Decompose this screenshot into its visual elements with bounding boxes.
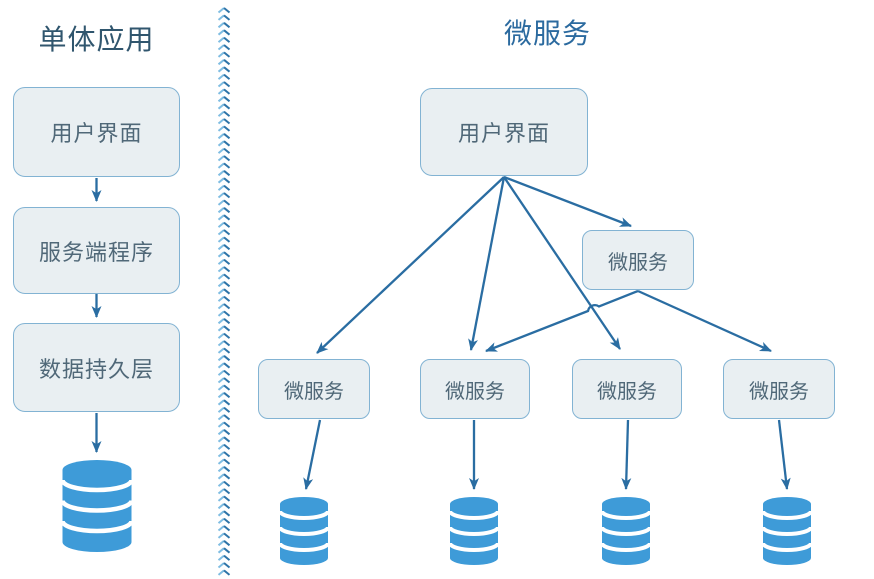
zigzag-divider-icon xyxy=(217,7,231,576)
node-micro-service-2: 微服务 xyxy=(420,359,530,419)
edge-service3-to-db xyxy=(621,419,632,490)
edge-service1-to-db xyxy=(303,419,322,490)
edge-service4-to-db xyxy=(777,419,791,490)
database-icon xyxy=(448,497,500,565)
edge-ui-to-midservice xyxy=(503,175,632,228)
database-icon xyxy=(761,497,813,565)
edge-midservice-to-service4 xyxy=(637,289,772,353)
database-icon xyxy=(600,497,652,565)
node-micro-service-1: 微服务 xyxy=(258,359,370,419)
edge-ui-to-service3 xyxy=(503,176,621,350)
database-icon xyxy=(278,497,330,565)
node-micro-service-3: 微服务 xyxy=(572,359,682,419)
node-mono-server: 服务端程序 xyxy=(13,207,180,294)
node-mono-persistence: 数据持久层 xyxy=(13,323,180,412)
edge-ui-to-service2 xyxy=(468,176,506,351)
microservices-title: 微服务 xyxy=(503,19,591,50)
node-micro-midservice: 微服务 xyxy=(582,230,694,290)
edge-midservice-to-service2 xyxy=(485,289,639,353)
node-micro-service-4: 微服务 xyxy=(723,359,835,419)
monolith-title: 单体应用 xyxy=(38,25,155,56)
database-icon xyxy=(60,460,134,552)
edge-ui-to-service1 xyxy=(316,176,505,354)
node-micro-ui: 用户界面 xyxy=(420,88,588,176)
node-mono-ui: 用户界面 xyxy=(13,87,180,177)
